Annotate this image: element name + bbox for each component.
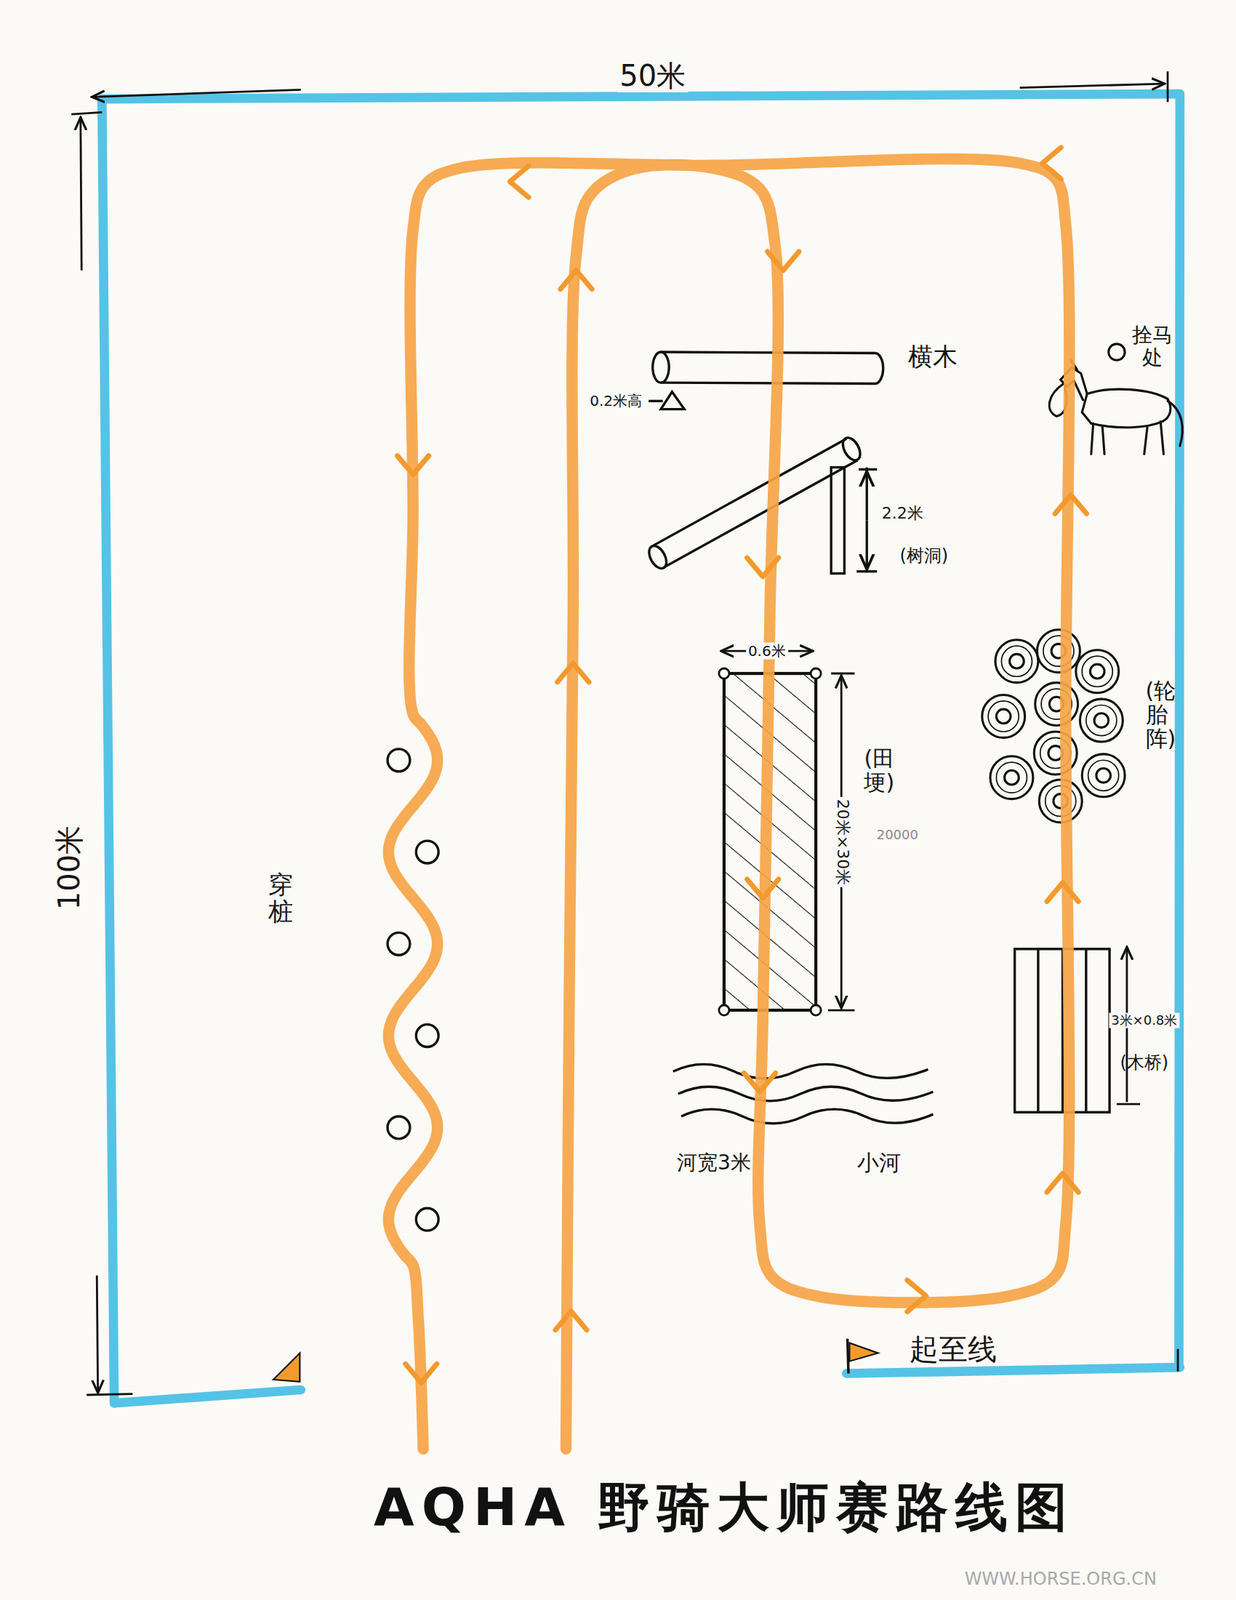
tree-hole-obstacle <box>645 434 877 574</box>
title: AQHA 野骑大师赛路线图 <box>373 1472 1075 1543</box>
obstacle-label: 穿桩 <box>268 870 294 925</box>
tire-array-obstacle <box>982 629 1125 823</box>
crossbar-obstacle <box>648 351 884 410</box>
field-ridge-obstacle <box>719 650 856 1015</box>
start-finish-label: 起至线 <box>909 1331 997 1366</box>
watermark: WWW.HORSE.ORG.CN <box>964 1568 1157 1590</box>
obstacle-label: 小河 <box>857 1150 901 1176</box>
course-route <box>388 147 1087 1450</box>
dimension-label: 20米×30米 <box>833 796 852 887</box>
obstacle-label: (木桥) <box>1119 1052 1169 1074</box>
obstacle-label: (田埂) <box>863 745 886 794</box>
dimension-label: 0.2米高 <box>589 392 642 410</box>
obstacle-label: (轮胎阵) <box>1145 678 1168 751</box>
dimension-label: 河宽3米 <box>676 1150 752 1175</box>
dimension-label: 2.2米 <box>881 503 924 523</box>
obstacle-label: 拴马处 <box>1132 324 1173 370</box>
start-flags <box>273 1338 879 1382</box>
dimension-label: 0.6米 <box>745 642 789 660</box>
river-obstacle <box>673 1063 934 1123</box>
obstacle-label: 横木 <box>908 343 958 372</box>
dimension-lines <box>71 71 1178 1395</box>
pole-bending-obstacle <box>387 748 439 1231</box>
arena-border <box>101 93 1181 1403</box>
dimension-label: 50米 <box>617 58 688 93</box>
obstacle-label: (树洞) <box>899 546 949 567</box>
dimension-label: 100米 <box>52 824 86 909</box>
dimension-label: 3米×0.8米 <box>1108 1012 1180 1029</box>
pencil-note: 20000 <box>876 826 919 842</box>
wooden-bridge-obstacle <box>1014 946 1141 1112</box>
